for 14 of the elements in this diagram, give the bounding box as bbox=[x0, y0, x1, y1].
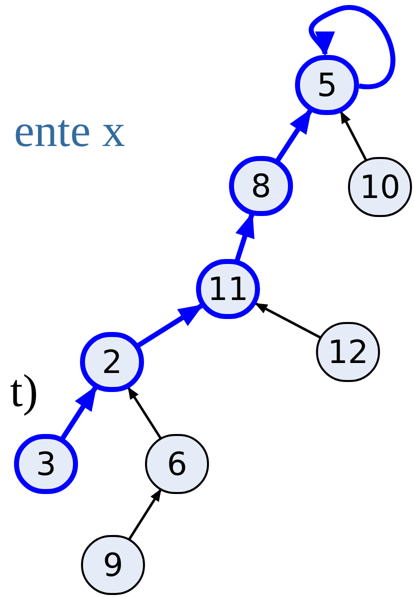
heading-fragment: ente x bbox=[14, 108, 126, 154]
heading-fragment: t) bbox=[10, 368, 38, 414]
node-number: 6 bbox=[166, 448, 188, 480]
arrow bbox=[308, 5, 396, 89]
node-number: 8 bbox=[250, 170, 272, 202]
node-number: 11 bbox=[208, 273, 248, 305]
node-number: 2 bbox=[102, 346, 122, 378]
arrow bbox=[137, 304, 204, 348]
node-number: 3 bbox=[36, 448, 56, 480]
node-number: 12 bbox=[328, 336, 368, 368]
node-number: 9 bbox=[102, 549, 124, 581]
arrow bbox=[128, 488, 162, 540]
node-number: 5 bbox=[316, 69, 338, 101]
node-number: 10 bbox=[360, 171, 400, 203]
